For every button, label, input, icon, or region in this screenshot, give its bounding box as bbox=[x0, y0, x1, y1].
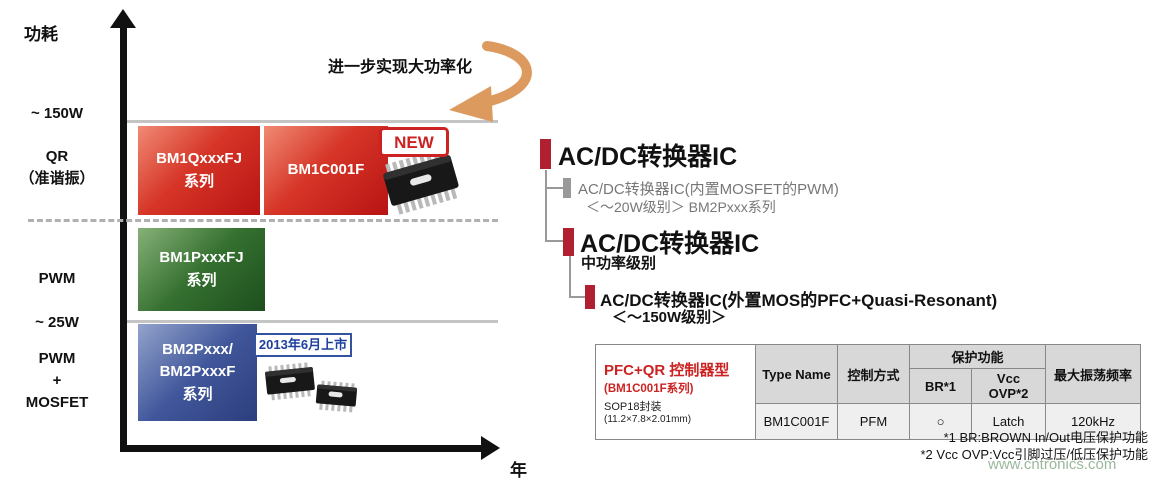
divider-dashed-line bbox=[28, 219, 498, 222]
series-box-bm1c001f: BM1C001F bbox=[264, 126, 388, 215]
header-br: BR*1 bbox=[909, 368, 972, 404]
header-control-mode: 控制方式 bbox=[837, 344, 910, 404]
tree-qr-title: AC/DC转换器IC(外置MOS的PFC+Quasi-Resonant) bbox=[600, 291, 998, 310]
tree-qr-detail: ＜～150W级别＞ bbox=[612, 309, 727, 326]
small-chips-image bbox=[265, 362, 358, 413]
cell-type-name: BM1C001F bbox=[755, 403, 838, 440]
orange-curved-arrow bbox=[449, 41, 532, 122]
tree-connector-stub-1 bbox=[545, 187, 563, 189]
product-series: (BM1C001F系列) bbox=[604, 383, 694, 395]
header-protection: 保护功能 bbox=[909, 344, 1046, 369]
tree-mid-title: AC/DC转换器IC bbox=[580, 230, 760, 258]
tree-root-title: AC/DC转换器IC bbox=[558, 143, 738, 171]
spec-table: PFC+QR 控制器型 (BM1C001F系列) SOP18封装 (11.2×7… bbox=[595, 344, 1141, 440]
tick-150w: ~ 150W bbox=[30, 105, 84, 122]
tree-connector-stub-3 bbox=[569, 296, 585, 298]
x-axis-arrowhead bbox=[481, 436, 500, 460]
tree-connector-vertical-2 bbox=[569, 256, 571, 298]
x-axis-label: 年 bbox=[510, 461, 527, 480]
footnotes: *1 BR:BROWN In/Out电压保护功能 *2 Vcc OVP:Vcc引… bbox=[640, 430, 1148, 464]
category-pwm-mosfet: PWM + MOSFET bbox=[25, 350, 89, 411]
y-axis-label: 功耗 bbox=[24, 25, 58, 44]
tree-pwm-marker bbox=[563, 178, 571, 198]
tree-mid-detail: 中功率级别 bbox=[581, 255, 657, 272]
y-axis-arrowhead bbox=[110, 9, 136, 28]
series-box-bm1pxxxfj: BM1PxxxFJ 系列 bbox=[138, 228, 265, 311]
category-qr: QR （准谐振） bbox=[19, 148, 95, 187]
header-vcc-ovp: Vcc OVP*2 bbox=[971, 368, 1046, 404]
cell-max-frequency: 120kHz bbox=[1045, 403, 1141, 440]
product-title: PFC+QR 控制器型 bbox=[604, 362, 730, 379]
tree-pwm-title: AC/DC转换器IC(内置MOSFET的PWM) bbox=[578, 181, 839, 198]
table-row: BM1C001F PFM ○ Latch 120kHz bbox=[596, 403, 1141, 440]
cell-control-mode: PFM bbox=[837, 403, 910, 440]
tree-qr-marker bbox=[585, 285, 595, 309]
header-max-frequency: 最大振荡频率 bbox=[1045, 344, 1141, 404]
tick-25w: ~ 25W bbox=[35, 314, 79, 331]
x-axis bbox=[120, 445, 482, 452]
tree-root-marker bbox=[540, 139, 551, 169]
footnote-1: *1 BR:BROWN In/Out电压保护功能 bbox=[943, 430, 1148, 445]
y-axis bbox=[120, 26, 127, 452]
series-box-bm1qxxxfj: BM1QxxxFJ 系列 bbox=[138, 126, 260, 215]
sop18-chip-image bbox=[383, 148, 459, 215]
tree-connector-vertical-1 bbox=[545, 170, 547, 242]
gridline-150w bbox=[127, 120, 498, 123]
product-package-size: (11.2×7.8×2.01mm) bbox=[604, 414, 692, 425]
tree-pwm-detail: ＜～20W级别＞ BM2Pxxx系列 bbox=[586, 199, 776, 215]
series-box-bm2pxxx: BM2Pxxx/ BM2PxxxF 系列 bbox=[138, 324, 257, 421]
cell-vcc-ovp: Latch bbox=[971, 403, 1046, 440]
watermark: www.cntronics.com bbox=[988, 456, 1117, 473]
header-type-name: Type Name bbox=[755, 344, 838, 404]
annotation-text: 进一步实现大功率化 bbox=[328, 59, 473, 76]
gridline-25w bbox=[127, 320, 498, 323]
footnote-2: *2 Vcc OVP:Vcc引脚过压/低压保护功能 bbox=[920, 446, 1148, 462]
launch-date-label: 2013年6月上市 bbox=[254, 333, 352, 357]
chip-logo bbox=[410, 174, 432, 186]
tree-mid-marker bbox=[563, 228, 574, 256]
product-package: SOP18封装 bbox=[604, 401, 662, 413]
tree-connector-stub-2 bbox=[545, 240, 563, 242]
category-pwm: PWM bbox=[38, 270, 76, 287]
new-badge: NEW bbox=[379, 127, 449, 157]
spec-product-cell: PFC+QR 控制器型 (BM1C001F系列) SOP18封装 (11.2×7… bbox=[595, 344, 756, 440]
